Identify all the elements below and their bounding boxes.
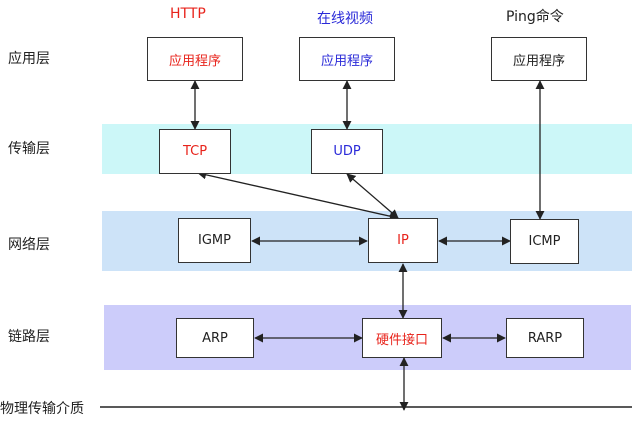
transport-layer-label: 传输层: [8, 141, 50, 157]
application-layer-label: 应用层: [8, 51, 50, 67]
ip-box: IP: [368, 218, 438, 263]
network-layer-label: 网络层: [8, 237, 50, 253]
udp-box: UDP: [311, 129, 383, 174]
arrow-udp-ip: [346, 173, 399, 219]
igmp-box: IGMP: [178, 218, 251, 263]
http-label: HTTP: [170, 6, 206, 22]
hardware-interface-box: 硬件接口: [362, 318, 442, 358]
physical-medium-label: 物理传输介质: [0, 401, 84, 417]
application-box-ping: 应用程序: [491, 37, 587, 81]
icmp-box: ICMP: [510, 219, 579, 264]
application-box-http: 应用程序: [147, 37, 243, 81]
link-layer-label: 链路层: [8, 329, 50, 345]
video-label: 在线视频: [317, 11, 373, 27]
arrow-tcp-ip: [197, 170, 399, 221]
application-box-video: 应用程序: [299, 37, 395, 81]
tcp-box: TCP: [159, 129, 231, 174]
rarp-box: RARP: [506, 318, 584, 358]
ping-label: Ping命令: [506, 9, 564, 25]
arp-box: ARP: [176, 318, 254, 358]
